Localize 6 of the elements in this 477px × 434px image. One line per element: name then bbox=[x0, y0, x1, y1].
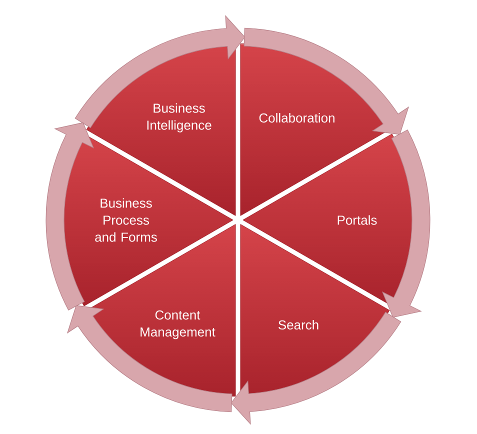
curved-arrow bbox=[244, 28, 409, 135]
curved-arrow bbox=[46, 122, 94, 310]
curved-arrow bbox=[74, 16, 246, 128]
curved-arrow bbox=[382, 130, 430, 318]
curved-arrow bbox=[67, 305, 232, 412]
curved-arrow bbox=[230, 312, 402, 424]
